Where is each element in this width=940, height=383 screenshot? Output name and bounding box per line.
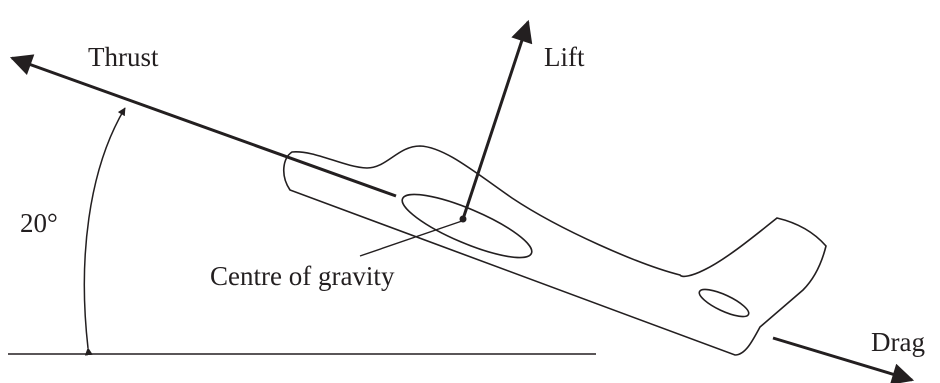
thrust-label: Thrust bbox=[88, 42, 159, 72]
thrust-arrow bbox=[9, 54, 397, 198]
tailplane bbox=[698, 288, 750, 318]
wing bbox=[401, 193, 533, 259]
centre-of-gravity-leader bbox=[359, 220, 463, 257]
aircraft-fuselage bbox=[283, 145, 827, 356]
lift-label: Lift bbox=[544, 42, 585, 72]
drag-arrow bbox=[772, 336, 915, 383]
lift-arrow bbox=[461, 19, 533, 220]
centre-of-gravity-label: Centre of gravity bbox=[210, 261, 395, 291]
angle-arc bbox=[83, 107, 126, 356]
angle-label: 20° bbox=[20, 208, 58, 238]
drag-label: Drag bbox=[871, 327, 925, 357]
